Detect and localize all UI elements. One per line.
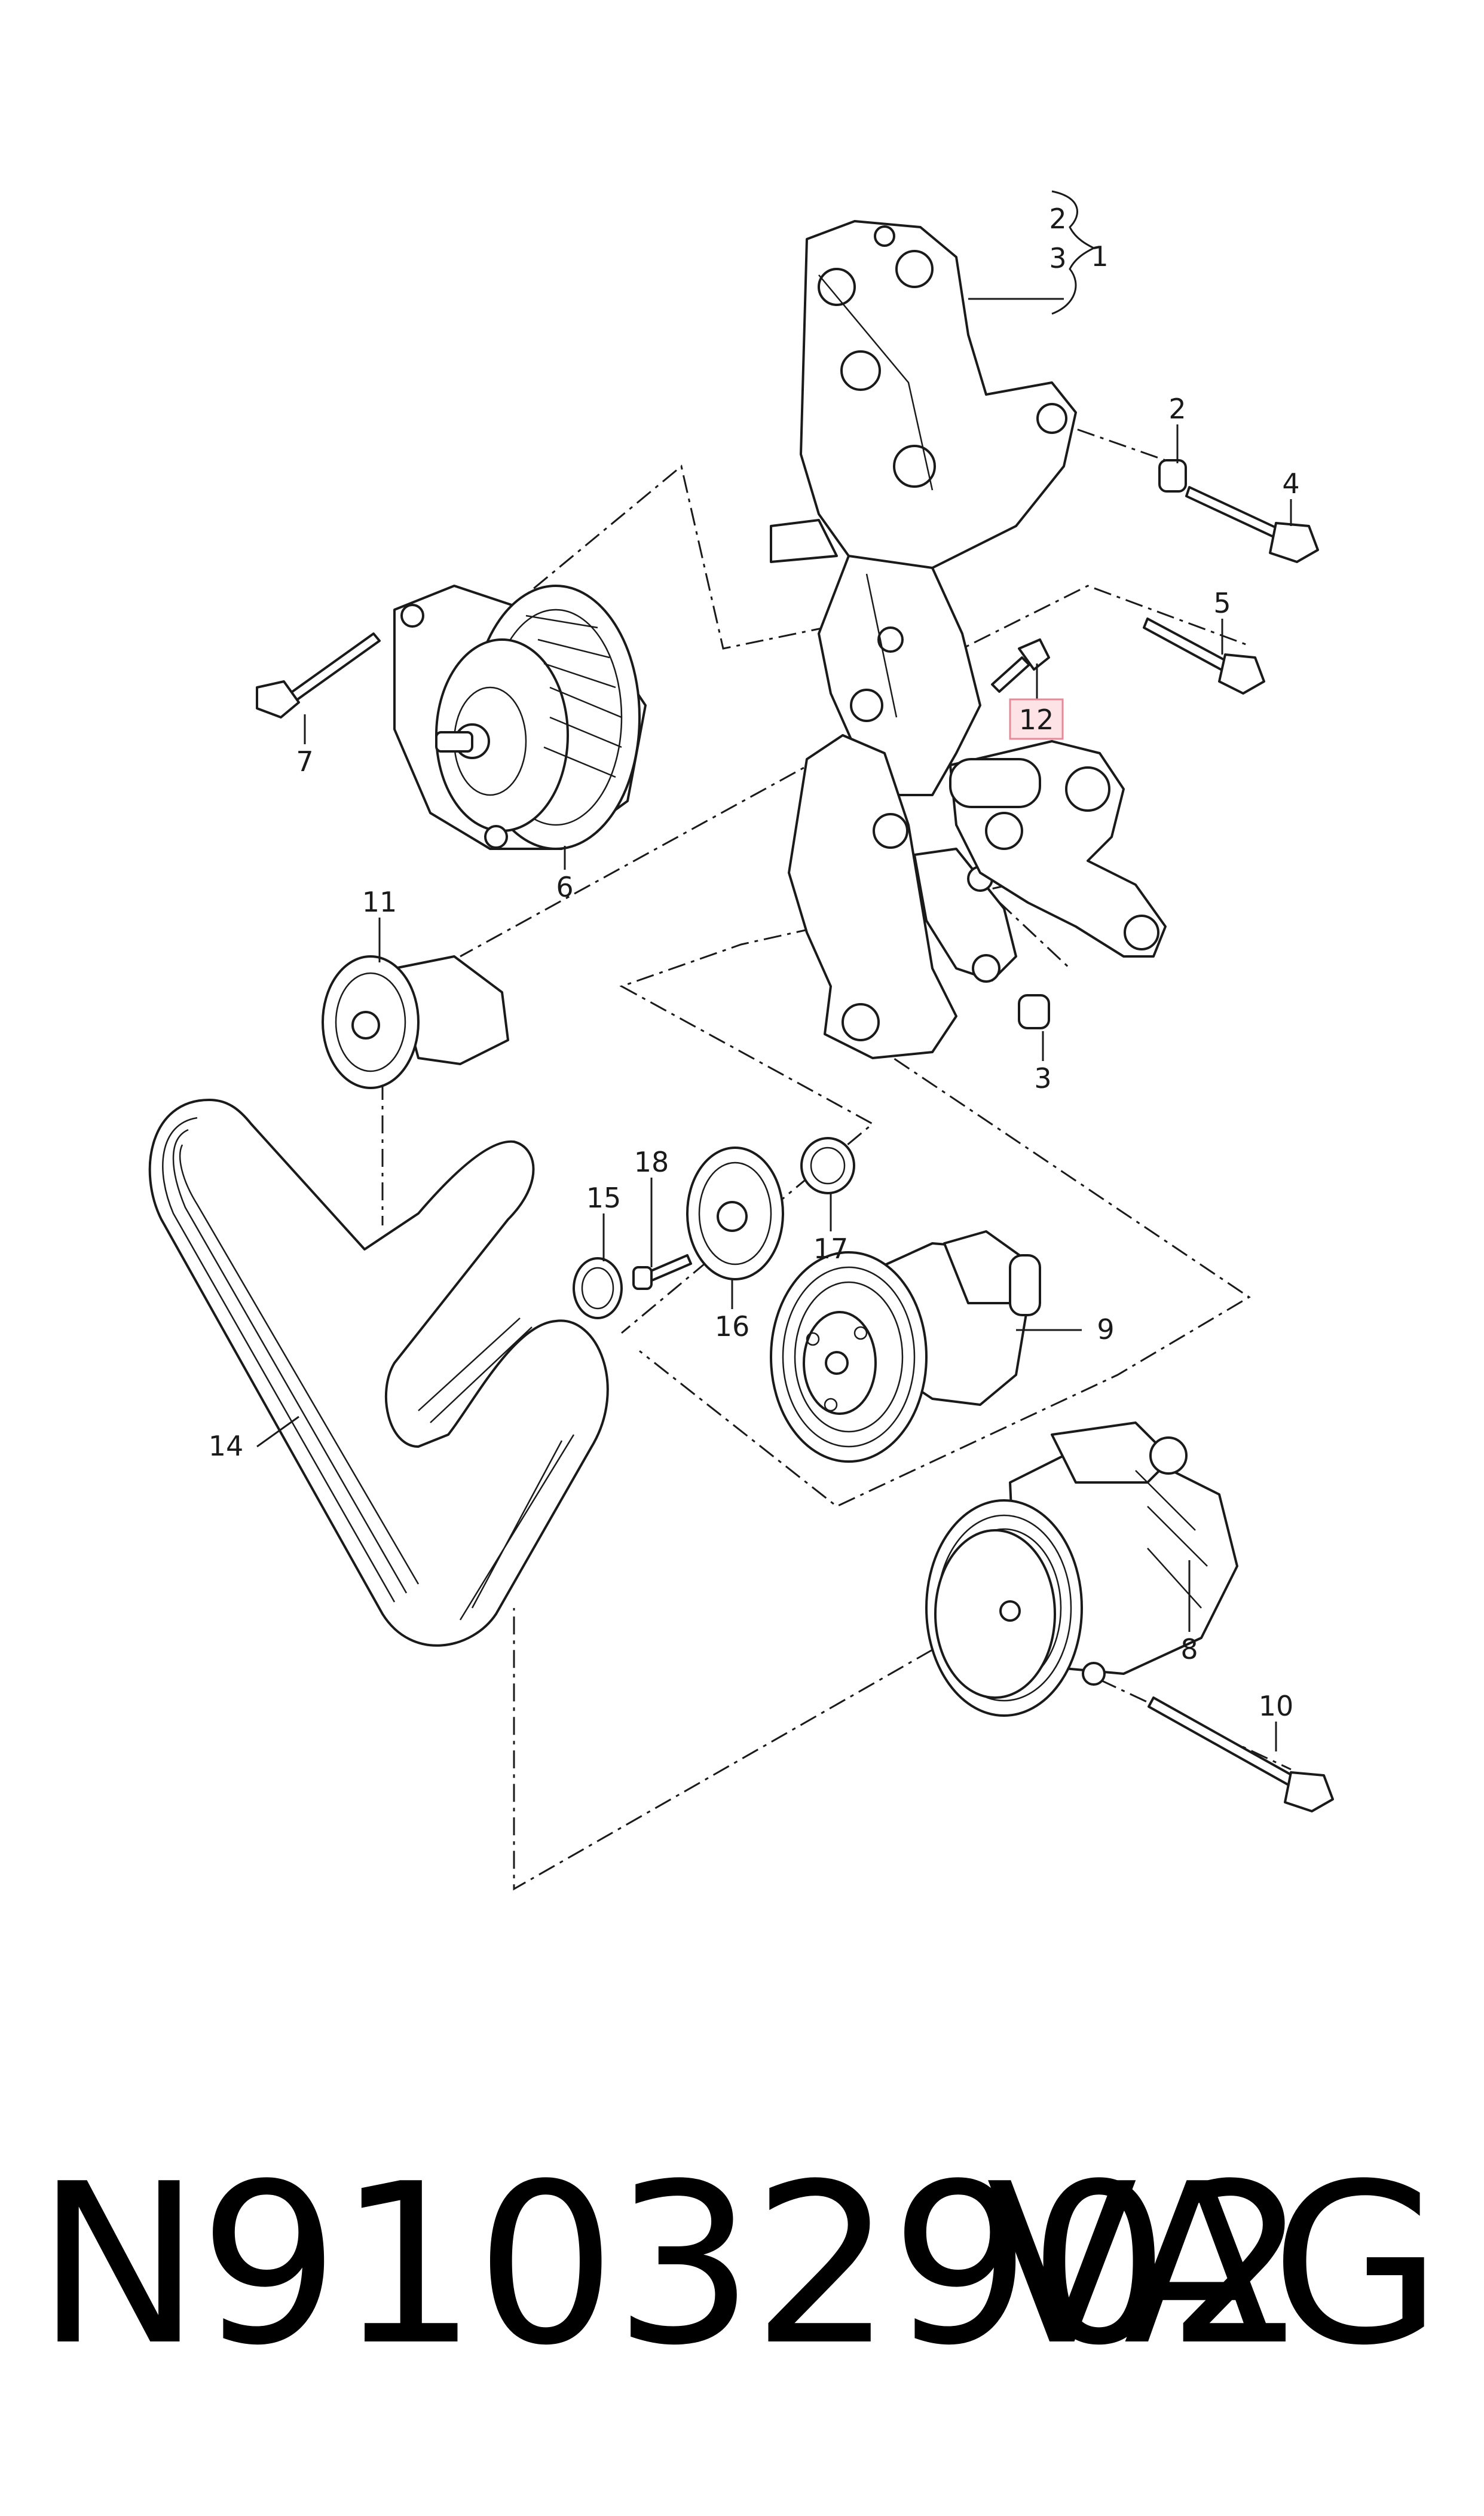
callout-11: 11: [362, 886, 397, 918]
idler-pulley: [573, 1137, 855, 1319]
callout-9: 9: [1097, 1313, 1114, 1346]
callout-8: 8: [1180, 1633, 1198, 1665]
callout-16: 16: [715, 1310, 750, 1343]
footer: N91032902 VAG: [0, 2128, 1484, 2391]
callout-14: 14: [209, 1430, 244, 1462]
callout-5: 5: [1213, 587, 1231, 619]
callout-17: 17: [813, 1233, 849, 1265]
alternator: [393, 585, 647, 850]
tensioner-bracket: [949, 740, 1167, 958]
callout-6: 6: [556, 871, 573, 903]
highlight-box-12: [1009, 698, 1064, 740]
callout-7: 7: [296, 745, 313, 778]
brand-name: VAG: [986, 2137, 1442, 2394]
callout-2: 2: [1168, 393, 1186, 425]
callout-2: 2: [1049, 203, 1066, 235]
callout-18: 18: [634, 1146, 669, 1178]
ac-compressor: [925, 1421, 1238, 1717]
callout-10: 10: [1259, 1690, 1294, 1722]
part-number: N91032902: [36, 2137, 1308, 2394]
leader-lines: [256, 190, 1292, 1751]
callout-labels: 1 2 3 2 4 5 12 7 6 11 3 18 15 17 16 9 14…: [209, 203, 1300, 1722]
callout-4: 4: [1282, 467, 1299, 500]
tensioner-pulley: [322, 955, 509, 1089]
ribbed-belt: [148, 1099, 609, 1647]
callout-12: 12: [1019, 704, 1054, 736]
callout-3: 3: [1049, 242, 1066, 274]
callout-1: 1: [1091, 240, 1108, 273]
bolts: [256, 486, 1334, 1812]
engine-bracket: [770, 220, 1077, 1059]
callout-3: 3: [1034, 1062, 1051, 1095]
power-steering-pump: [770, 1230, 1041, 1463]
callout-15: 15: [586, 1182, 622, 1214]
spacer-sleeves: [1018, 459, 1187, 1029]
